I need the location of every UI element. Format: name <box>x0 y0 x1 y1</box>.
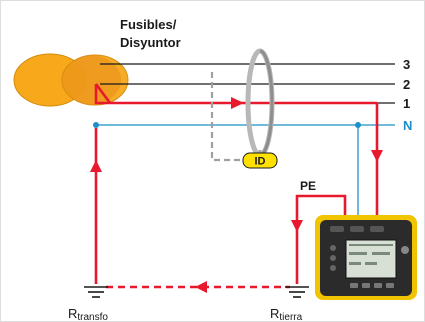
pe-label: PE <box>300 179 316 193</box>
current-phase-1-path <box>94 84 355 105</box>
instrument-jack-2 <box>350 226 364 232</box>
arrow-up-left-icon <box>90 160 102 172</box>
fuses-label-line2: Disyuntor <box>120 35 181 50</box>
id-tag-label: ID <box>255 156 266 168</box>
line-2-label: 2 <box>403 77 410 92</box>
ground-transfo-icon <box>84 286 108 298</box>
r-tierra-label: Rtierra <box>270 306 303 322</box>
earth-tester-instrument <box>315 215 417 300</box>
line-1-label: 1 <box>403 96 410 111</box>
ground-tierra-icon <box>285 286 309 298</box>
instrument-button-2 <box>330 255 336 261</box>
transformer-overlap <box>62 55 122 105</box>
id-tag-badge <box>242 152 278 169</box>
transformer-symbol <box>13 53 129 107</box>
instrument-knob <box>401 246 409 254</box>
instrument-key-1 <box>350 283 358 288</box>
arrow-down-pe-icon <box>291 220 303 232</box>
clamp-lead-dashed <box>210 72 240 162</box>
arrow-left-earth-icon <box>195 281 207 293</box>
id-tag: ID <box>242 152 278 169</box>
instrument-screen <box>345 239 397 279</box>
line-3-label: 3 <box>403 57 410 72</box>
current-pe-path <box>295 194 347 284</box>
neutral-node-left <box>93 122 99 128</box>
instrument-button-3 <box>330 265 336 271</box>
instrument-button-1 <box>330 245 336 251</box>
r-transfo-label: Rtransfo <box>68 306 108 322</box>
fuses-label-line1: Fusibles/ <box>120 17 177 32</box>
line-n-label: N <box>403 118 412 133</box>
instrument-key-4 <box>386 283 394 288</box>
instrument-key-3 <box>374 283 382 288</box>
arrow-right-icon <box>231 97 244 109</box>
screen-line-2 <box>349 252 367 255</box>
clamp-ring-shade <box>259 49 274 157</box>
current-arrows <box>90 97 383 293</box>
instrument-jack-3 <box>370 226 384 232</box>
screen-line-3 <box>372 252 390 255</box>
arrow-down-right-icon <box>371 150 383 162</box>
current-clamp <box>245 48 275 162</box>
screen-line-5 <box>365 262 377 265</box>
instrument-jack-1 <box>330 226 344 232</box>
instrument-key-2 <box>362 283 370 288</box>
current-transformer-tap <box>94 83 112 104</box>
screen-line-1 <box>349 244 393 246</box>
screen-line-4 <box>349 262 361 265</box>
